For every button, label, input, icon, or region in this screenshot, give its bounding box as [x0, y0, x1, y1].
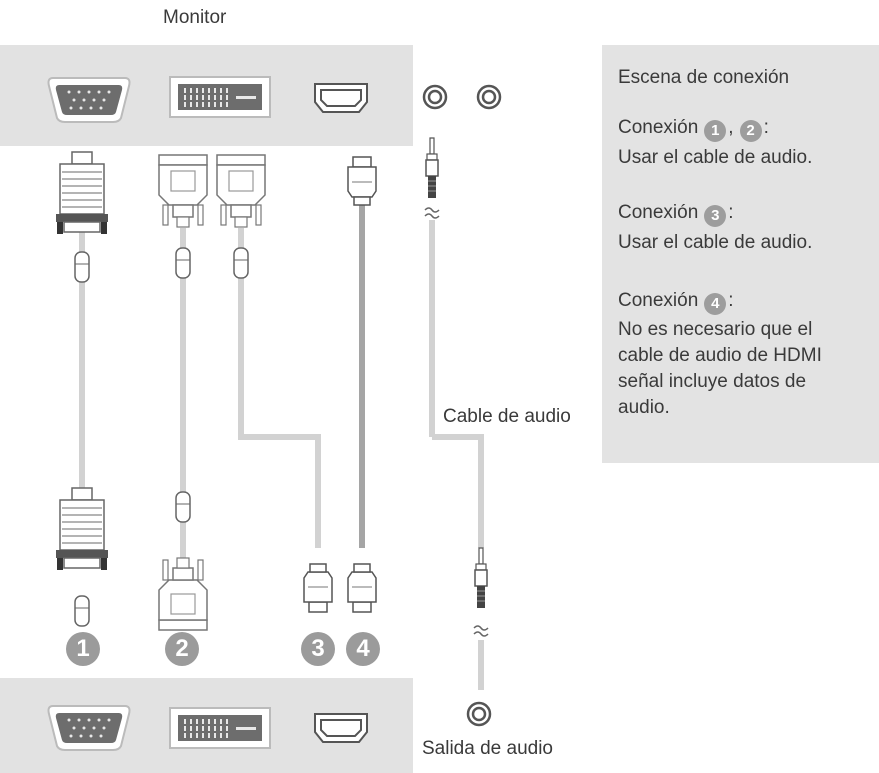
badge-3: 3: [704, 205, 727, 227]
connection-4-text-line: No es necesario que el: [618, 319, 813, 340]
pc-audio-out-jack: [466, 701, 492, 727]
ferrite-core-icon: [74, 595, 90, 627]
connection-4-text-line: señal incluye datos de: [618, 371, 807, 392]
connection-number-3: 3: [301, 632, 335, 666]
cable-3-line: [238, 228, 321, 548]
vga-plug-icon: [55, 487, 109, 571]
ferrite-core-icon: [233, 247, 249, 279]
connection-3-text: Usar el cable de audio.: [618, 232, 813, 253]
cable-break-icon: [424, 207, 440, 219]
connection-number-4: 4: [346, 632, 380, 666]
audio-cable-label: Cable de audio: [443, 406, 571, 427]
ferrite-core-icon: [74, 251, 90, 283]
connection-4-text-line: cable de audio de HDMI: [618, 345, 822, 366]
monitor-vga-port: [47, 77, 131, 123]
connection-number-2: 2: [165, 632, 199, 666]
monitor-audio-jack: [422, 84, 448, 110]
cable-break-icon: [473, 625, 489, 637]
badge-2: 2: [739, 120, 762, 142]
hdmi-plug-icon: [347, 156, 377, 206]
ferrite-core-icon: [175, 491, 191, 523]
connection-number-1: 1: [66, 632, 100, 666]
pc-dvi-port: [169, 707, 271, 749]
hdmi-plug-icon: [347, 563, 377, 613]
pc-hdmi-port: [314, 713, 368, 743]
badge-4: 4: [704, 293, 727, 315]
connection-4-text-line: audio.: [618, 397, 670, 418]
connection-12-text: Usar el cable de audio.: [618, 147, 813, 168]
dvi-plug-icon: [158, 557, 208, 631]
ferrite-core-icon: [175, 247, 191, 279]
audio-output-label: Salida de audio: [422, 738, 553, 759]
hdmi-plug-icon: [303, 563, 333, 613]
dvi-plug-icon: [158, 154, 208, 228]
audio-plug-icon: [474, 547, 488, 609]
vga-plug-icon: [55, 151, 109, 235]
monitor-hdmi-port: [314, 83, 368, 113]
monitor-audio-jack: [476, 84, 502, 110]
panel-title: Escena de conexión: [618, 67, 790, 88]
audio-plug-icon: [425, 137, 439, 199]
monitor-dvi-port: [169, 76, 271, 118]
dvi-plug-icon: [216, 154, 266, 228]
audio-cable-line: [432, 434, 484, 548]
badge-1: 1: [704, 120, 727, 142]
pc-vga-port: [47, 705, 131, 751]
monitor-label: Monitor: [163, 7, 227, 28]
